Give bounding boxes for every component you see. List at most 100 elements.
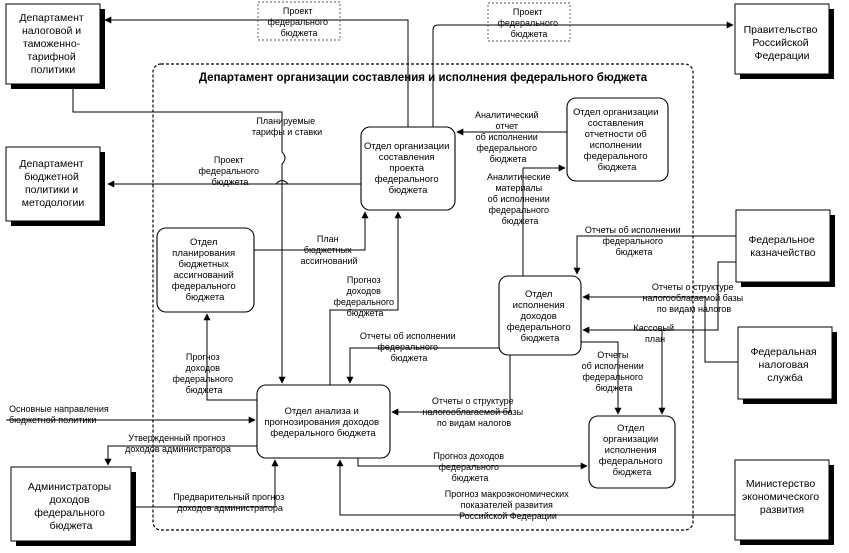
dashed-box-draft-government <box>487 2 571 42</box>
label-tariffs-1: Планируемые <box>256 116 315 126</box>
treasury-line-2: казначейство <box>750 247 815 259</box>
process-analysis: Отдел анализа и прогнозирования доходов … <box>256 384 391 459</box>
svg-text:Правительство Российской: Правительство Российской Федерации <box>744 24 821 62</box>
label-analytic-report-1: Аналитический <box>475 110 539 120</box>
dashed-box-draft-tax <box>257 1 341 41</box>
label-tax-base-analysis-3: по видам налогов <box>437 418 512 428</box>
government-line-2: Российской <box>752 37 808 49</box>
label-analytic-report-4: федерального <box>476 143 537 153</box>
label-forecast-drafting-1: Прогноз <box>347 275 381 285</box>
flow-draft-to-tax <box>104 16 409 127</box>
svg-text:Отдел исполнения д: Отдел исполнения доходов федерального бю… <box>507 289 574 344</box>
dept-budget-line-4: методологии <box>22 197 85 209</box>
execution-line-3: исполнения <box>605 445 657 456</box>
label-macro-forecast-1: Прогноз макроэкономических <box>445 489 569 499</box>
flow-forecast-to-planning <box>203 313 257 401</box>
process-planning: Отдел планирования бюджетных ассигновани… <box>156 227 255 313</box>
boundary-title: Департамент организации составления и ис… <box>199 72 648 84</box>
external-tax-service: Федеральная налоговая служба <box>737 326 837 404</box>
svg-text:Планируемые тарифы и ставк: Планируемые тарифы и ставки <box>252 116 322 137</box>
label-analytic-report-2: отчет <box>496 121 518 131</box>
label-approved-forecast-1: Утвержденный прогноз <box>128 433 225 443</box>
government-line-3: Федерации <box>755 50 810 62</box>
svg-text:Федеральное казначейство: Федеральное казначейство <box>748 234 817 259</box>
label-budget-policy-2: бюджетной политики <box>9 415 96 425</box>
reporting-line-4: исполнении <box>590 140 642 151</box>
svg-text:Утвержденный прогноз доход: Утвержденный прогноз доходов администрат… <box>125 433 231 454</box>
planning-line-3: бюджетных <box>178 259 229 270</box>
svg-text:Проект федерального бю: Проект федерального бюджета <box>497 7 560 39</box>
execution-line-2: организации <box>603 434 658 445</box>
administrators-line-3: федерального <box>34 507 105 519</box>
label-budget-plan-1: План <box>317 234 339 244</box>
svg-text:Проект федерального бю: Проект федерального бюджета <box>198 155 261 187</box>
label-tax-base-2: налогооблагаемой базы <box>642 293 743 303</box>
label-treasury-reports-2: федерального <box>602 236 663 246</box>
planning-line-4: ассигнований <box>174 270 234 281</box>
administrators-line-4: бюджета <box>50 520 93 532</box>
analysis-line-1: Отдел анализа и <box>284 406 358 417</box>
svg-text:Основные направления бюдже: Основные направления бюджетной политики <box>9 404 111 425</box>
ministry-line-1: Министерство <box>746 478 815 490</box>
label-budget-policy-1: Основные направления <box>9 404 109 414</box>
ministry-line-2: экономического <box>742 491 819 503</box>
svg-text:Прогноз доходов федера: Прогноз доходов федерального бюджета <box>333 275 396 318</box>
svg-text:Отдел организации: Отдел организации исполнения федеральног… <box>599 423 666 478</box>
label-treasury-reports-3: бюджета <box>616 247 653 257</box>
drafting-line-4: федерального <box>375 174 439 185</box>
flow-budget-plan <box>254 211 369 251</box>
administrators-line-1: Администраторы <box>28 481 111 493</box>
government-line-1: Правительство <box>744 24 818 36</box>
label-draft-gov-1: Проект <box>513 7 543 17</box>
flow-draft-to-government <box>432 21 734 127</box>
label-tax-base-3: по видам налогов <box>657 304 732 314</box>
label-macro-forecast-3: Российской Федерации <box>459 511 557 521</box>
tax-service-line-1: Федеральная <box>750 346 816 358</box>
flow-preliminary-forecast <box>131 459 279 508</box>
label-forecast-planning-3: федерального <box>172 374 233 384</box>
svg-text:Прогноз макроэкономических: Прогноз макроэкономических показателей р… <box>445 489 571 521</box>
flow-analytic-materials <box>522 164 566 276</box>
reporting-line-3: отчетности об <box>585 129 648 140</box>
label-forecast-execution-1: Прогноз доходов <box>433 451 504 461</box>
svg-text:Кассовый план: Кассовый план <box>633 323 676 344</box>
drafting-line-5: бюджета <box>389 185 428 196</box>
external-dept-budget-policy: Департамент бюджетной политики и методол… <box>5 146 105 226</box>
flow-execution-reports-to-analysis <box>346 347 499 384</box>
drafting-line-1: Отдел организации <box>364 141 449 152</box>
dept-tax-line-5: политики <box>31 64 76 76</box>
label-tax-base-analysis-2: налогооблагаемой базы <box>422 407 523 417</box>
flow-macro-forecast <box>336 459 735 516</box>
execution-line-4: федерального <box>599 456 663 467</box>
planning-line-6: бюджета <box>186 292 225 303</box>
label-cash-plan-2: план <box>645 334 665 344</box>
dept-budget-line-2: бюджетной <box>24 171 79 183</box>
label-macro-forecast-2: показателей развития <box>461 500 553 510</box>
svg-text:Отчеты о структуре налогоо: Отчеты о структуре налогооблагаемой базы… <box>422 396 525 428</box>
dept-tax-line-3: таможенно- <box>23 38 81 50</box>
label-forecast-execution-3: бюджета <box>452 473 489 483</box>
label-forecast-drafting-2: доходов <box>347 286 382 296</box>
ministry-line-3: развития <box>760 504 804 516</box>
analysis-line-3: федерального бюджета <box>270 428 376 439</box>
process-drafting: Отдел организации составления проекта фе… <box>360 126 456 211</box>
svg-text:Отдел организации состав: Отдел организации составления отчетности… <box>573 107 661 173</box>
reporting-line-2: составления <box>588 118 644 129</box>
label-draft-tax-2: федерального <box>267 17 328 27</box>
label-draft-gov-2: федерального <box>497 18 558 28</box>
svg-text:Администраторы доходов: Администраторы доходов федерального бюдж… <box>28 481 114 532</box>
revenue-line-1: Отдел <box>525 289 552 300</box>
tax-service-line-3: служба <box>767 372 803 384</box>
execution-line-1: Отдел <box>617 423 644 434</box>
flow-forecast-to-drafting <box>329 211 402 385</box>
process-reporting: Отдел организации составления отчетности… <box>566 97 669 182</box>
label-budget-plan-2: бюджетных <box>304 245 352 255</box>
label-forecast-execution-2: федерального <box>438 462 499 472</box>
reporting-line-6: бюджета <box>598 162 637 173</box>
label-forecast-planning-2: доходов <box>186 363 221 373</box>
svg-text:Департамент бюджетной: Департамент бюджетной политики и методол… <box>19 158 86 209</box>
svg-text:Отчеты о структуре налогоо: Отчеты о структуре налогооблагаемой базы… <box>642 282 745 314</box>
svg-text:Предварительный прогноз до: Предварительный прогноз доходов админист… <box>173 492 287 513</box>
execution-line-5: бюджета <box>613 467 652 478</box>
external-federal-treasury: Федеральное казначейство <box>735 209 835 287</box>
